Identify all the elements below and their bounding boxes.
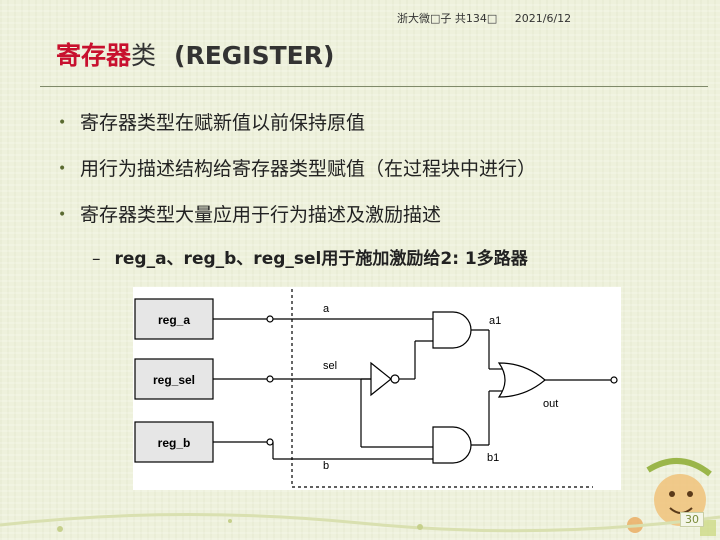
signal-b-label: b	[323, 460, 329, 472]
signal-sel-label: sel	[323, 360, 337, 372]
reg-b-label: reg_b	[158, 436, 191, 450]
mux-circuit-diagram: reg_a reg_sel reg_b a sel b a1 out b1	[133, 287, 621, 490]
reg-sel-label: reg_sel	[153, 373, 195, 387]
sub-bullet-dash: –	[92, 249, 101, 269]
signal-out-label: out	[543, 398, 558, 410]
title-suffix: 类	[131, 41, 157, 70]
reg-sel-box	[134, 358, 214, 400]
page-title: 寄存器类 (REGISTER)	[56, 36, 334, 72]
signal-a-label: a	[323, 303, 330, 315]
header-source: 浙大微□子 共134□	[397, 12, 498, 25]
reg-b-box	[134, 421, 214, 463]
bullet-item: • 寄存器类型在赋新值以前保持原值	[58, 108, 365, 135]
sub-bullet-text: reg_a、reg_b、reg_sel用于施加激励给2: 1多路器	[114, 249, 528, 269]
title-english: (REGISTER)	[174, 41, 335, 70]
bullet-item: • 寄存器类型大量应用于行为描述及激励描述	[58, 200, 441, 227]
header-line: 浙大微□子 共134□ 2021/6/12	[397, 10, 585, 26]
header-date: 2021/6/12	[514, 12, 572, 25]
bullet-text: 用行为描述结构给寄存器类型赋值（在过程块中进行）	[80, 158, 537, 180]
signal-b1-label: b1	[487, 452, 499, 464]
title-divider	[40, 86, 708, 87]
bullet-dot-icon: •	[58, 207, 67, 223]
bullet-item: • 用行为描述结构给寄存器类型赋值（在过程块中进行）	[58, 154, 536, 181]
reg-a-box	[134, 298, 214, 340]
title-accent: 寄存器	[56, 41, 132, 70]
signal-a1-label: a1	[489, 315, 501, 327]
reg-a-label: reg_a	[158, 313, 190, 327]
bullet-text: 寄存器类型在赋新值以前保持原值	[80, 112, 366, 134]
sub-bullet: –reg_a、reg_b、reg_sel用于施加激励给2: 1多路器	[92, 244, 528, 269]
bullet-dot-icon: •	[58, 161, 67, 177]
bullet-dot-icon: •	[58, 115, 67, 131]
bottom-decoration	[0, 512, 720, 533]
page-number: 30	[680, 512, 704, 527]
bullet-text: 寄存器类型大量应用于行为描述及激励描述	[80, 204, 442, 226]
